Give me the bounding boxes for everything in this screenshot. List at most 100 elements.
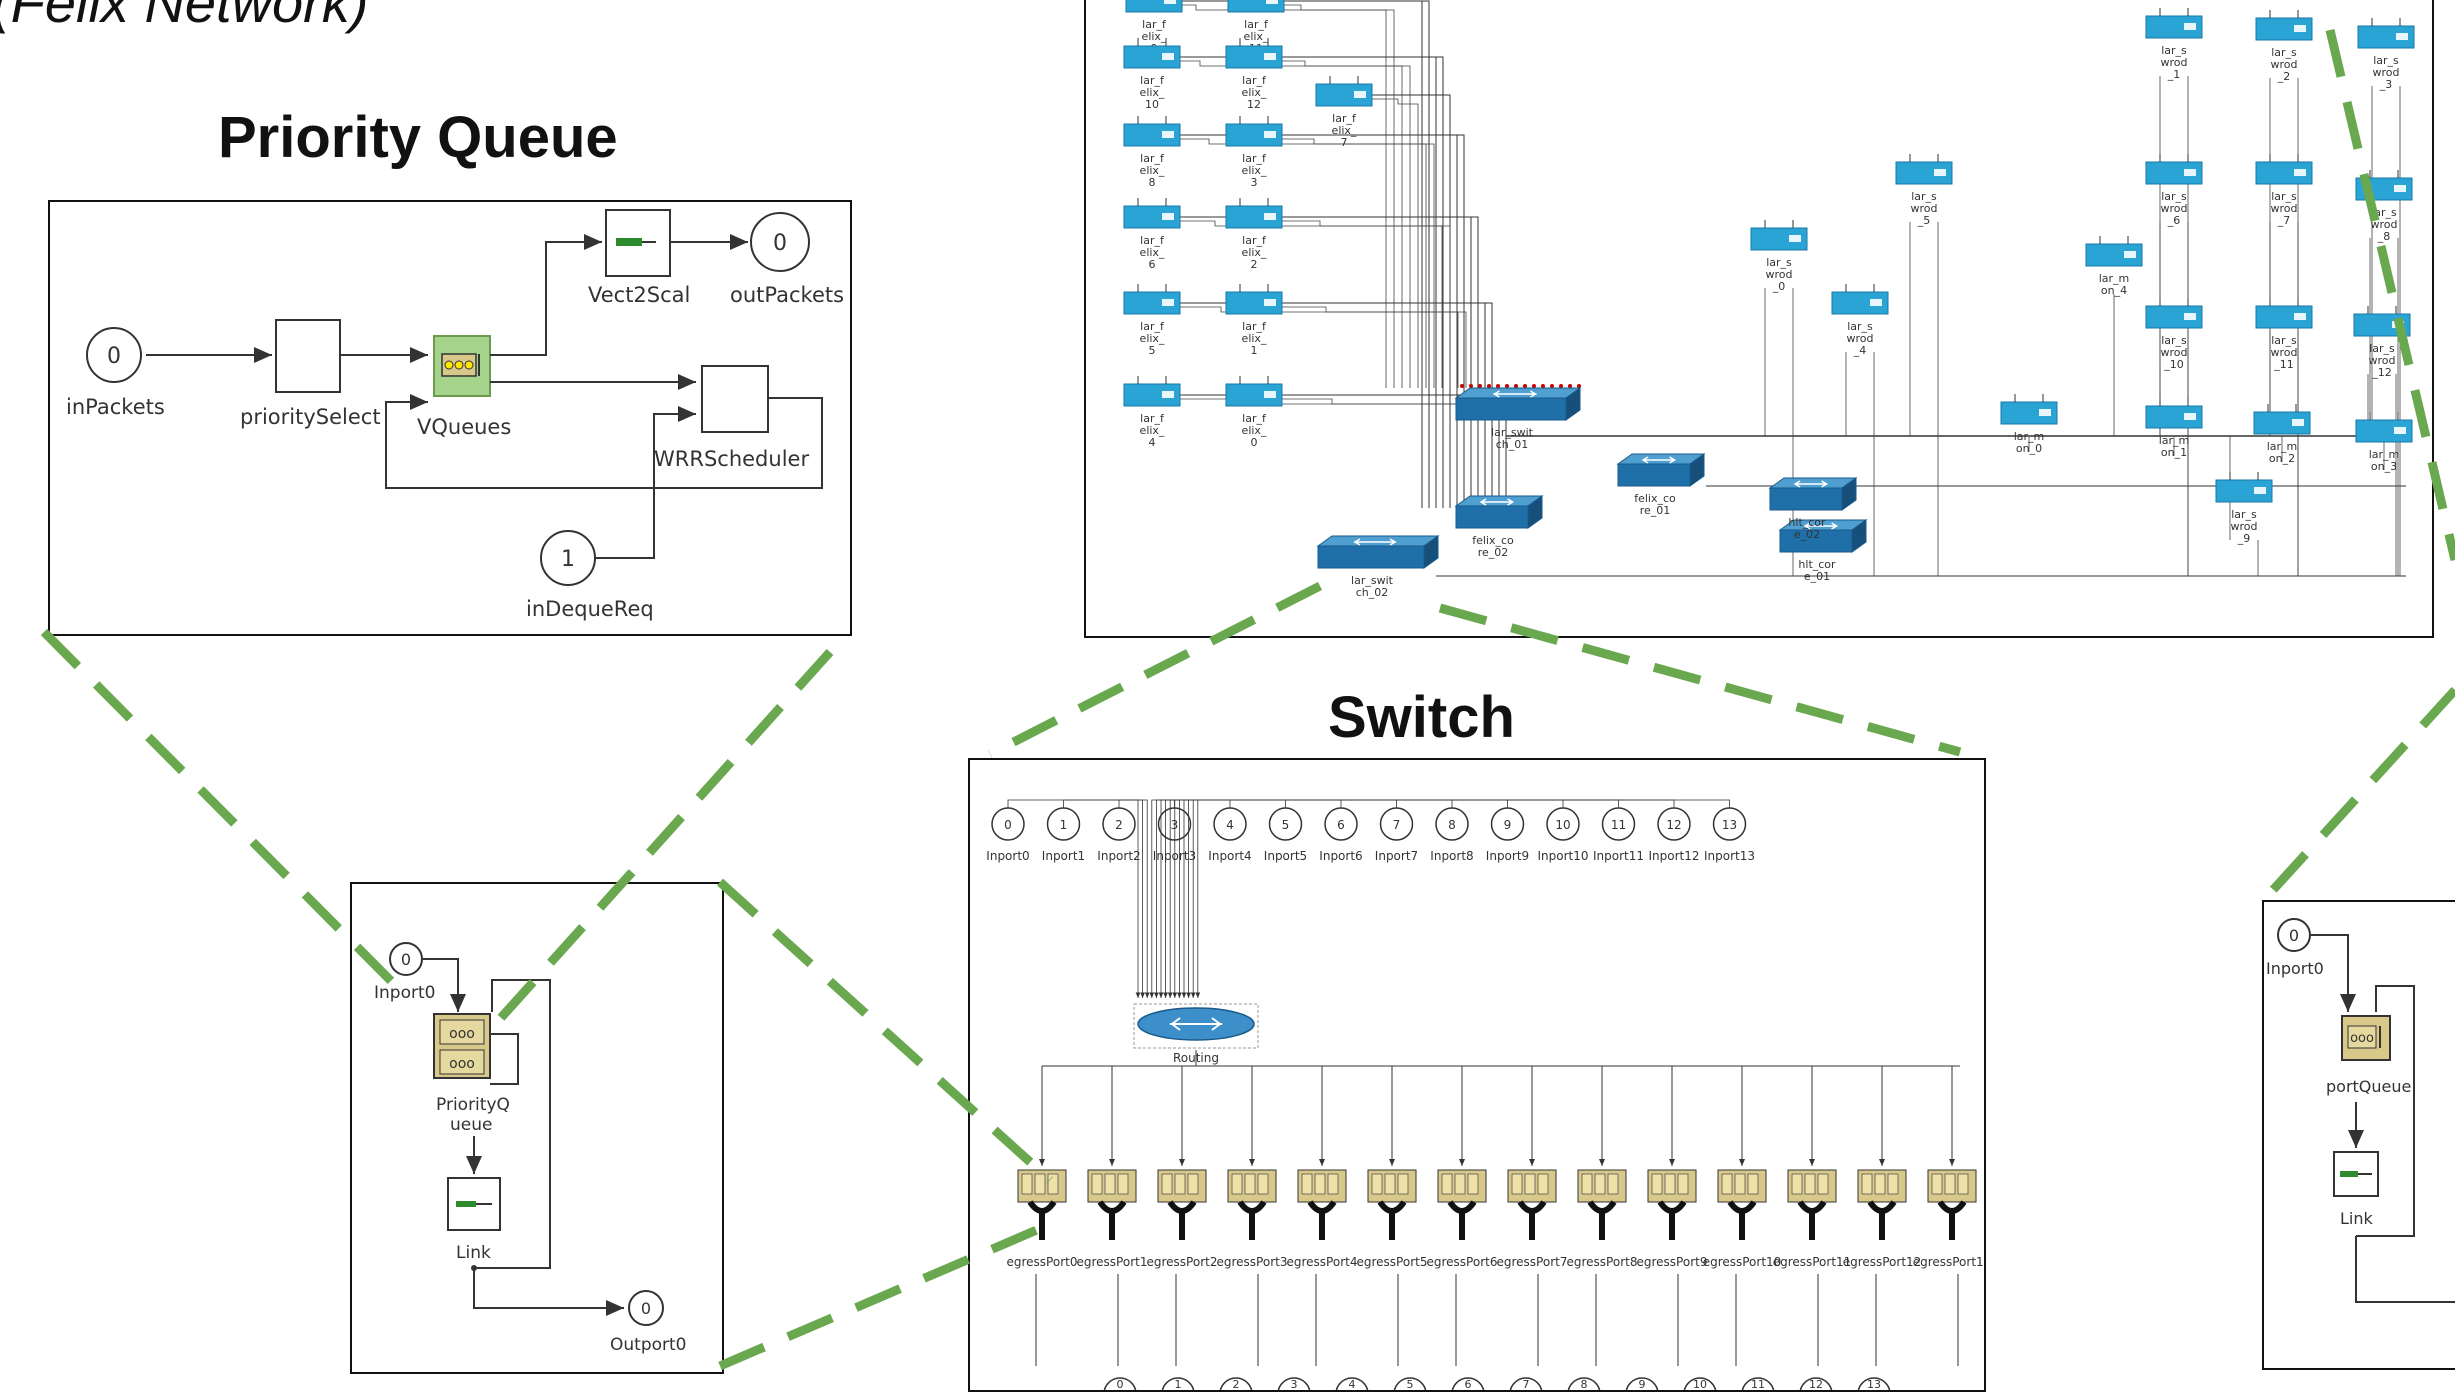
switch-inport-value: 6 [1337, 818, 1345, 832]
switch-inport-value: 0 [1004, 818, 1012, 832]
egress-port-module[interactable] [1157, 1169, 1207, 1240]
egress-port-module[interactable] [1507, 1169, 1557, 1240]
vect2scal-label: Vect2Scal [588, 283, 690, 307]
switch-inport-label: Inport10 [1537, 849, 1588, 863]
in-packets-port[interactable] [86, 327, 142, 383]
port-queue-label: portQueue [2326, 1077, 2411, 1096]
egress-port-diagram: 0 Inport0 ooo portQueue Link [2266, 918, 2455, 1303]
switch-outport-value: 3 [1291, 1378, 1298, 1391]
switch-inport-value: 11 [1611, 818, 1626, 832]
vqueues-label: VQueues [417, 415, 511, 439]
out-packets-port[interactable] [750, 212, 810, 272]
egress-port-module[interactable] [1437, 1169, 1487, 1240]
egress-port-module[interactable] [1717, 1169, 1767, 1240]
egress-port-module[interactable] [1227, 1169, 1277, 1240]
egress-port-label: egressPort9 [1637, 1255, 1708, 1269]
egress-port-module[interactable] [1297, 1169, 1347, 1240]
in-packets-value: 0 [107, 344, 121, 369]
wrr-scheduler-module[interactable] [701, 365, 769, 433]
egress-port-module[interactable] [1857, 1169, 1907, 1240]
link-label: Link [456, 1243, 491, 1263]
egress-port-module[interactable] [1787, 1169, 1837, 1240]
in-deque-req-label: inDequeReq [526, 597, 654, 621]
egress-port-label: egressPort11 [1773, 1255, 1852, 1269]
egress-port-panel: 0 Inport0 ooo portQueue Link [2262, 900, 2455, 1370]
switch-outport-value: 8 [1581, 1378, 1588, 1391]
egress-port-label: egressPort12 [1843, 1255, 1922, 1269]
switch-outport-value: 0 [1117, 1378, 1124, 1391]
priority-select-module[interactable] [275, 319, 341, 393]
port-outport[interactable] [628, 1290, 664, 1326]
egress-port-module[interactable] [1017, 1169, 1067, 1240]
egress-port-module[interactable] [1367, 1169, 1417, 1240]
egress-port-label: egressPort10 [1703, 1255, 1782, 1269]
svg-text:ooo: ooo [2350, 1031, 2374, 1046]
priority-queue-diagram: 0 inPackets prioritySelect VQueues Vect2… [66, 209, 844, 621]
egress-port-module[interactable] [1577, 1169, 1627, 1240]
in-deque-req-value: 1 [561, 547, 575, 572]
switch-title: Switch [1328, 685, 1515, 750]
switch-outport-value: 2 [1233, 1378, 1240, 1391]
egress-port-module[interactable] [1927, 1169, 1977, 1240]
egress-port-module[interactable] [1087, 1169, 1137, 1240]
egress-port-module[interactable] [1647, 1169, 1697, 1240]
switch-outport-value: 12 [1809, 1378, 1823, 1391]
switch-outport-value: 5 [1407, 1378, 1414, 1391]
switch-inport-value: 7 [1393, 818, 1401, 832]
